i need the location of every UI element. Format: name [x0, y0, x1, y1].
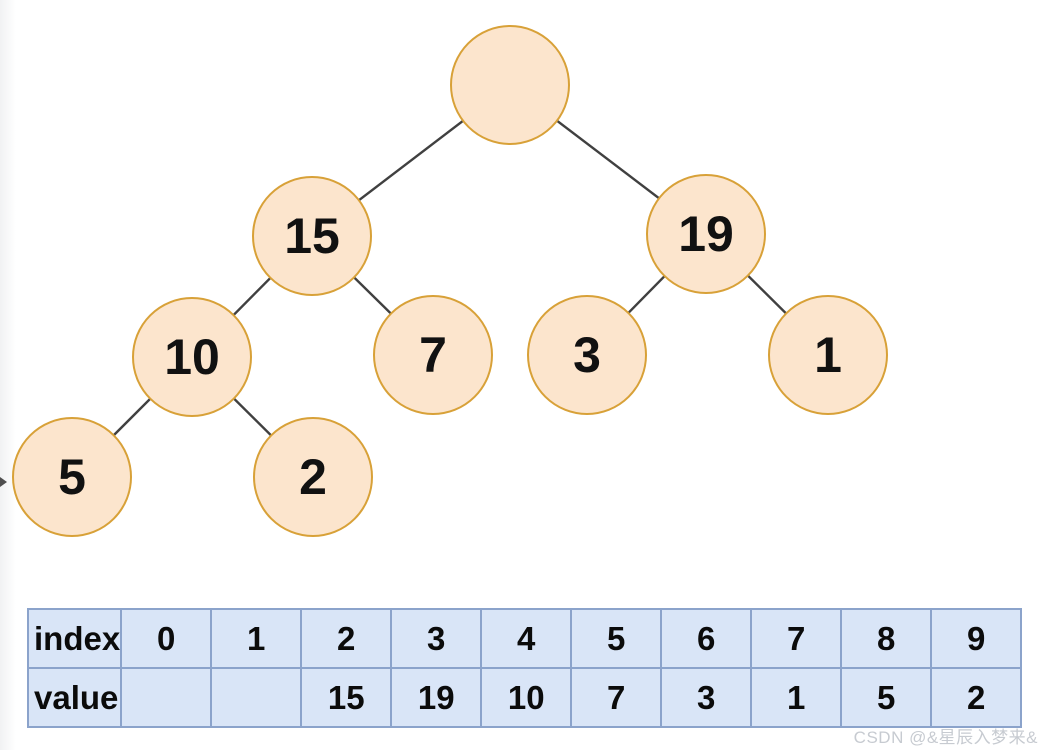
tree-node-label: 5	[58, 449, 86, 505]
tree-node-15: 15	[252, 176, 372, 296]
array-table: index 0 1 2 3 4 5 6 7 8 9 value 15 19 10…	[26, 608, 1023, 728]
left-edge-arrow-icon	[0, 477, 7, 487]
value-cell: 10	[480, 667, 573, 728]
tree-node-label: 10	[164, 329, 220, 385]
tree-node-3: 3	[527, 295, 647, 415]
value-cell	[120, 667, 213, 728]
tree-node-10: 10	[132, 297, 252, 417]
tree-node-label: 15	[284, 208, 340, 264]
value-cell: 2	[930, 667, 1023, 728]
value-row: value 15 19 10 7 3 1 5 2	[26, 667, 1023, 728]
value-cell: 5	[840, 667, 933, 728]
value-cell: 7	[570, 667, 663, 728]
csdn-watermark: CSDN @&星辰入梦来&	[853, 728, 1038, 747]
tree-node-label: 2	[299, 449, 327, 505]
index-cell: 4	[480, 608, 573, 669]
tree-node-5: 5	[12, 417, 132, 537]
tree-node-root	[450, 25, 570, 145]
index-cell: 8	[840, 608, 933, 669]
tree-node-label: 1	[814, 327, 842, 383]
index-row-header: index	[26, 608, 123, 669]
tree-node-2: 2	[253, 417, 373, 537]
tree-node-1: 1	[768, 295, 888, 415]
index-cell: 3	[390, 608, 483, 669]
index-cell: 7	[750, 608, 843, 669]
index-cell: 2	[300, 608, 393, 669]
index-cell: 1	[210, 608, 303, 669]
value-cell	[210, 667, 303, 728]
index-row: index 0 1 2 3 4 5 6 7 8 9	[26, 608, 1023, 669]
value-cell: 15	[300, 667, 393, 728]
value-row-header: value	[26, 667, 123, 728]
tree-node-7: 7	[373, 295, 493, 415]
index-cell: 0	[120, 608, 213, 669]
index-cell: 5	[570, 608, 663, 669]
index-cell: 9	[930, 608, 1023, 669]
value-cell: 19	[390, 667, 483, 728]
tree-node-label: 19	[678, 206, 734, 262]
tree-node-19: 19	[646, 174, 766, 294]
value-cell: 1	[750, 667, 843, 728]
tree-node-label: 3	[573, 327, 601, 383]
index-cell: 6	[660, 608, 753, 669]
tree-node-label: 7	[419, 327, 447, 383]
value-cell: 3	[660, 667, 753, 728]
